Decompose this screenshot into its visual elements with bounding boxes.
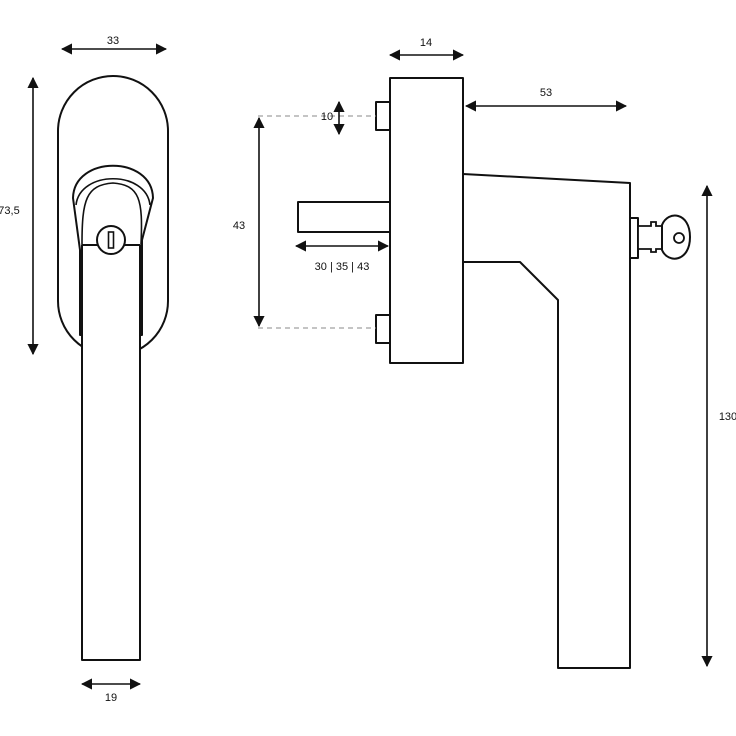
dimension-pin-spacing: 43 (233, 116, 265, 328)
lever-side-profile (462, 173, 631, 669)
dimension-handle-length: 130 (701, 184, 736, 668)
dimension-projection: 53 (464, 87, 628, 112)
keyhole-icon (96, 225, 126, 255)
side-view (297, 77, 692, 669)
dim-label-top-width: 33 (107, 35, 119, 47)
lock-cylinder-side (629, 217, 639, 259)
dimension-spindle-lengths: 30 | 35 | 43 (294, 240, 390, 273)
dimension-pin-height: 10 (321, 100, 345, 136)
dimension-height-left: 73,5 (0, 76, 39, 356)
fixing-pin-top (375, 101, 391, 131)
dimension-top-width: 33 (60, 35, 168, 55)
dimension-rosette-depth: 14 (388, 37, 465, 61)
rosette-side (389, 77, 464, 364)
front-view (57, 75, 169, 661)
dimension-bottom-width: 19 (80, 678, 142, 704)
dim-label-bottom-width: 19 (105, 692, 117, 704)
dim-label-projection: 53 (540, 87, 552, 99)
collar-inner-line (75, 177, 151, 206)
fixing-pin-bottom (375, 314, 391, 344)
dim-label-handle-length: 130 (719, 411, 736, 423)
dim-label-height-left: 73,5 (0, 205, 20, 217)
handle-collar (72, 164, 154, 336)
handle-collar-inner (81, 182, 143, 245)
square-spindle (297, 201, 391, 233)
dim-label-pin-spacing: 43 (233, 220, 245, 232)
dim-label-spindle-lengths: 30 | 35 | 43 (315, 261, 370, 273)
dim-label-rosette-depth: 14 (420, 37, 432, 49)
dim-label-pin-height: 10 (321, 111, 333, 123)
key-icon (637, 214, 692, 260)
handle-shaft (81, 239, 141, 661)
